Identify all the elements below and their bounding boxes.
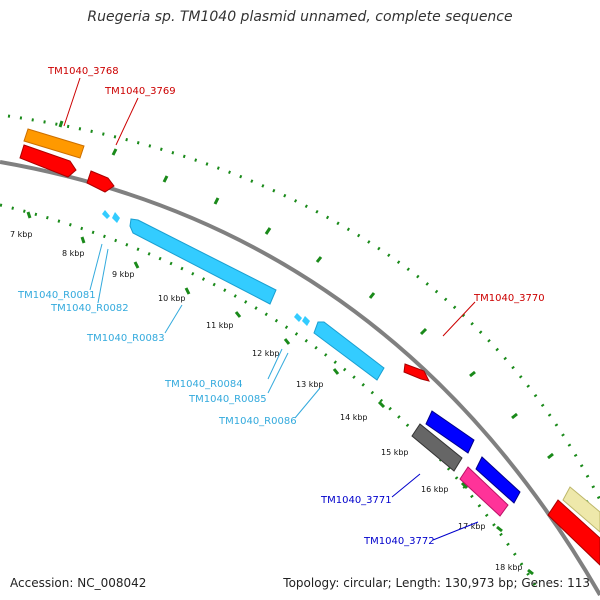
label-tm1040-3770: TM1040_3770	[473, 293, 545, 304]
leader-lines	[63, 77, 479, 541]
gene-tm1040-3769[interactable]	[86, 170, 115, 193]
gene-tm1040-3770[interactable]	[403, 363, 430, 382]
backbone-arc	[0, 160, 600, 596]
topology-summary: Topology: circular; Length: 130,973 bp; …	[283, 576, 590, 590]
rrna-r0083[interactable]	[129, 218, 277, 305]
kbp-label-17: 17 kbp	[458, 522, 486, 531]
kbp-label-15: 15 kbp	[381, 448, 409, 457]
inner-major-ticks	[26, 211, 534, 576]
label-tm1040-r0086: TM1040_R0086	[218, 416, 297, 427]
kbp-label-11: 11 kbp	[206, 321, 234, 330]
inner-tick-ring	[0, 203, 537, 586]
gene-tm1040-3768[interactable]	[23, 128, 85, 159]
kbp-label-12: 12 kbp	[252, 349, 280, 358]
kbp-label-14: 14 kbp	[340, 413, 368, 422]
map-title: Ruegeria sp. TM1040 plasmid unnamed, com…	[87, 9, 513, 25]
label-tm1040-3772: TM1040_3772	[363, 536, 435, 547]
gene-red-right[interactable]	[547, 499, 600, 566]
trna-r0081[interactable]	[102, 210, 110, 219]
label-tm1040-3768: TM1040_3768	[47, 66, 119, 77]
kbp-label-7: 7 kbp	[10, 230, 32, 239]
gene-tm1040-3771[interactable]	[411, 423, 463, 472]
kbp-label-16: 16 kbp	[421, 485, 449, 494]
label-tm1040-r0081: TM1040_R0081	[17, 290, 96, 301]
trna-r0084[interactable]	[294, 313, 302, 322]
label-tm1040-r0082: TM1040_R0082	[50, 303, 129, 314]
kbp-label-8: 8 kbp	[62, 249, 84, 258]
label-tm1040-r0083: TM1040_R0083	[86, 333, 165, 344]
trna-r0082[interactable]	[112, 212, 120, 223]
gene-khaki[interactable]	[562, 486, 600, 533]
trna-r0085[interactable]	[302, 316, 310, 326]
outer-major-ticks	[58, 120, 589, 507]
gene-blue-lower[interactable]	[475, 456, 521, 504]
label-tm1040-3771: TM1040_3771	[320, 495, 392, 506]
label-tm1040-3769: TM1040_3769	[104, 86, 176, 97]
label-tm1040-r0085: TM1040_R0085	[188, 394, 267, 405]
gene-blue-upper[interactable]	[425, 410, 475, 454]
kbp-label-13: 13 kbp	[296, 380, 324, 389]
label-tm1040-r0084: TM1040_R0084	[164, 379, 243, 390]
kbp-label-10: 10 kbp	[158, 294, 186, 303]
gene-red-left[interactable]	[19, 144, 77, 178]
outer-tick-ring	[7, 114, 600, 501]
rrna-r0086[interactable]	[313, 321, 385, 381]
kbp-label-18: 18 kbp	[495, 563, 523, 572]
accession-label: Accession: NC_008042	[10, 576, 147, 590]
gene-tm1040-3772[interactable]	[459, 466, 509, 517]
kbp-label-9: 9 kbp	[112, 270, 134, 279]
